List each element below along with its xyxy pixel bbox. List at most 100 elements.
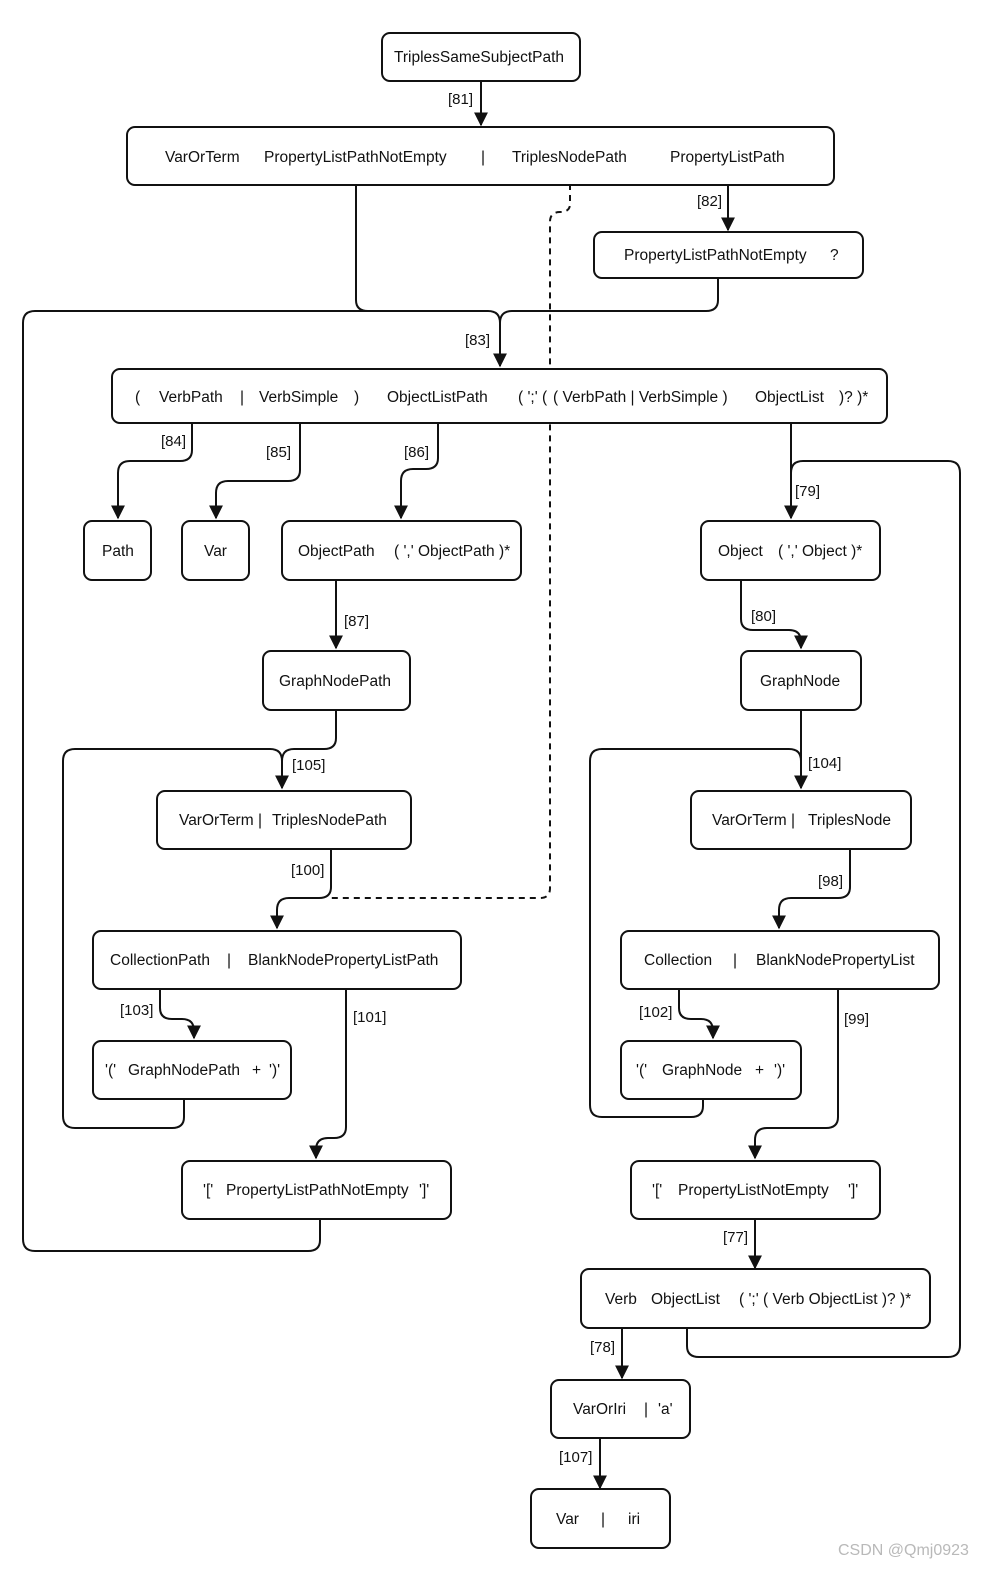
node-object-list-path: ObjectPath ( ',' ObjectPath )* xyxy=(281,520,522,581)
edge-label-100: [100] xyxy=(291,862,325,879)
node-var-or-iri: Var | iri xyxy=(530,1488,671,1549)
edge-label-103: [103] xyxy=(120,1002,154,1019)
edge-n3-merge xyxy=(493,278,719,368)
node-text: Var xyxy=(556,1511,579,1528)
node-text: + xyxy=(252,1062,262,1079)
node-text: PropertyListNotEmpty xyxy=(678,1182,829,1199)
node-text: '(' xyxy=(636,1062,648,1079)
node-blank-node-property-list-path: '[' PropertyListPathNotEmpty ']' xyxy=(181,1160,452,1220)
node-text: TriplesNodePath xyxy=(272,812,387,829)
node-text: '(' xyxy=(105,1062,117,1079)
node-text: ObjectList xyxy=(651,1291,720,1308)
node-text: PropertyListPathNotEmpty xyxy=(226,1182,409,1199)
edge-80 xyxy=(740,580,808,650)
edge-label-101: [101] xyxy=(353,1009,387,1026)
node-text: ( ',' ObjectPath )* xyxy=(394,543,511,560)
node-triples-node: Collection | BlankNodePropertyList xyxy=(620,930,940,990)
edge-103 xyxy=(159,987,201,1040)
node-triples-same-subject-path-expansion: VarOrTerm PropertyListPathNotEmpty | Tri… xyxy=(126,126,835,186)
node-text: ( VerbPath | VerbSimple ) xyxy=(553,389,728,406)
node-text: Verb xyxy=(605,1291,637,1308)
node-text: GraphNode xyxy=(662,1062,743,1079)
node-text: ObjectList xyxy=(755,389,824,406)
node-text: VarOrTerm | xyxy=(712,812,795,829)
node-text: | xyxy=(240,389,245,406)
node-text: ( ',' Object )* xyxy=(778,543,863,560)
watermark: CSDN @Qmj0923 xyxy=(838,1542,969,1559)
node-text: Object xyxy=(718,543,763,560)
edge-n17-loop xyxy=(589,748,802,1118)
node-text: '[' xyxy=(652,1182,663,1199)
node-text: Var xyxy=(204,543,227,560)
edge-label-86: [86] xyxy=(404,444,430,461)
node-text: GraphNode xyxy=(760,673,841,690)
node-text: TriplesNodePath xyxy=(512,149,627,166)
node-text: VarOrTerm xyxy=(165,149,240,166)
node-text: ObjectListPath xyxy=(387,389,488,406)
node-text: ')' xyxy=(269,1062,281,1079)
edge-105 xyxy=(275,710,337,790)
node-text: ObjectPath xyxy=(298,543,375,560)
node-triples-same-subject-path: TriplesSameSubjectPath xyxy=(381,32,581,82)
edge-85 xyxy=(209,422,301,520)
node-collection-path: '(' GraphNodePath + ')' xyxy=(92,1040,292,1100)
node-property-list-path: PropertyListPathNotEmpty ? xyxy=(593,231,864,279)
node-text: | xyxy=(227,952,232,969)
node-collection: '(' GraphNode + ')' xyxy=(620,1040,802,1100)
node-text: VerbPath xyxy=(159,389,223,406)
node-text: TriplesSameSubjectPath xyxy=(394,49,565,66)
node-text: iri xyxy=(628,1511,641,1528)
edge-label-85: [85] xyxy=(266,444,292,461)
edge-102 xyxy=(678,987,720,1040)
edge-dashed-triplesnodepath xyxy=(331,173,571,899)
node-text: BlankNodePropertyList xyxy=(756,952,915,969)
node-text: BlankNodePropertyListPath xyxy=(248,952,439,969)
node-text: PropertyListPath xyxy=(670,149,785,166)
edge-label-80: [80] xyxy=(751,608,777,625)
edge-n11-loop xyxy=(62,748,283,1129)
node-text: | xyxy=(733,952,738,969)
node-object-path: GraphNodePath xyxy=(262,650,411,711)
edge-label-87: [87] xyxy=(344,613,370,630)
edge-label-79: [79] xyxy=(795,483,821,500)
node-graph-node-path: VarOrTerm | TriplesNodePath xyxy=(156,790,412,850)
edge-label-105: [105] xyxy=(292,757,326,774)
node-object: GraphNode xyxy=(740,650,862,711)
edge-label-84: [84] xyxy=(161,433,187,450)
edge-84 xyxy=(111,422,193,520)
node-text: | xyxy=(601,1511,606,1528)
edge-label-82: [82] xyxy=(697,193,723,210)
node-text: | xyxy=(481,149,486,166)
edge-98 xyxy=(772,847,851,930)
node-text: PropertyListPathNotEmpty xyxy=(264,149,447,166)
node-text: | xyxy=(644,1401,649,1418)
node-text: Path xyxy=(102,543,134,560)
edge-label-107: [107] xyxy=(559,1449,593,1466)
edge-label-99: [99] xyxy=(844,1011,870,1028)
node-graph-node: VarOrTerm | TriplesNode xyxy=(690,790,912,850)
node-text: ']' xyxy=(848,1182,859,1199)
edge-label-104: [104] xyxy=(808,755,842,772)
node-text: ')' xyxy=(774,1062,786,1079)
edge-label-83: [83] xyxy=(465,332,491,349)
node-text: GraphNodePath xyxy=(279,673,392,690)
node-text: ( xyxy=(135,389,141,406)
edge-n12-loop xyxy=(22,310,501,1252)
node-path: Path xyxy=(83,520,152,581)
node-text: VarOrIri xyxy=(573,1401,627,1418)
node-triples-node-path: CollectionPath | BlankNodePropertyListPa… xyxy=(92,930,462,990)
node-text: VarOrTerm | xyxy=(179,812,262,829)
node-text: + xyxy=(755,1062,765,1079)
node-object-list: Object ( ',' Object )* xyxy=(700,520,881,581)
node-text: )? )* xyxy=(839,389,869,406)
edge-99 xyxy=(748,987,839,1160)
node-text: VerbSimple xyxy=(259,389,339,406)
node-text: CollectionPath xyxy=(110,952,210,969)
node-property-list-not-empty: Verb ObjectList ( ';' ( Verb ObjectList … xyxy=(580,1268,931,1329)
edge-100 xyxy=(270,847,332,930)
node-verb: VarOrIri | 'a' xyxy=(550,1379,691,1439)
node-text: ( ';' ( xyxy=(518,389,548,406)
node-property-list-path-not-empty: ( VerbPath | VerbSimple ) ObjectListPath… xyxy=(111,368,888,424)
